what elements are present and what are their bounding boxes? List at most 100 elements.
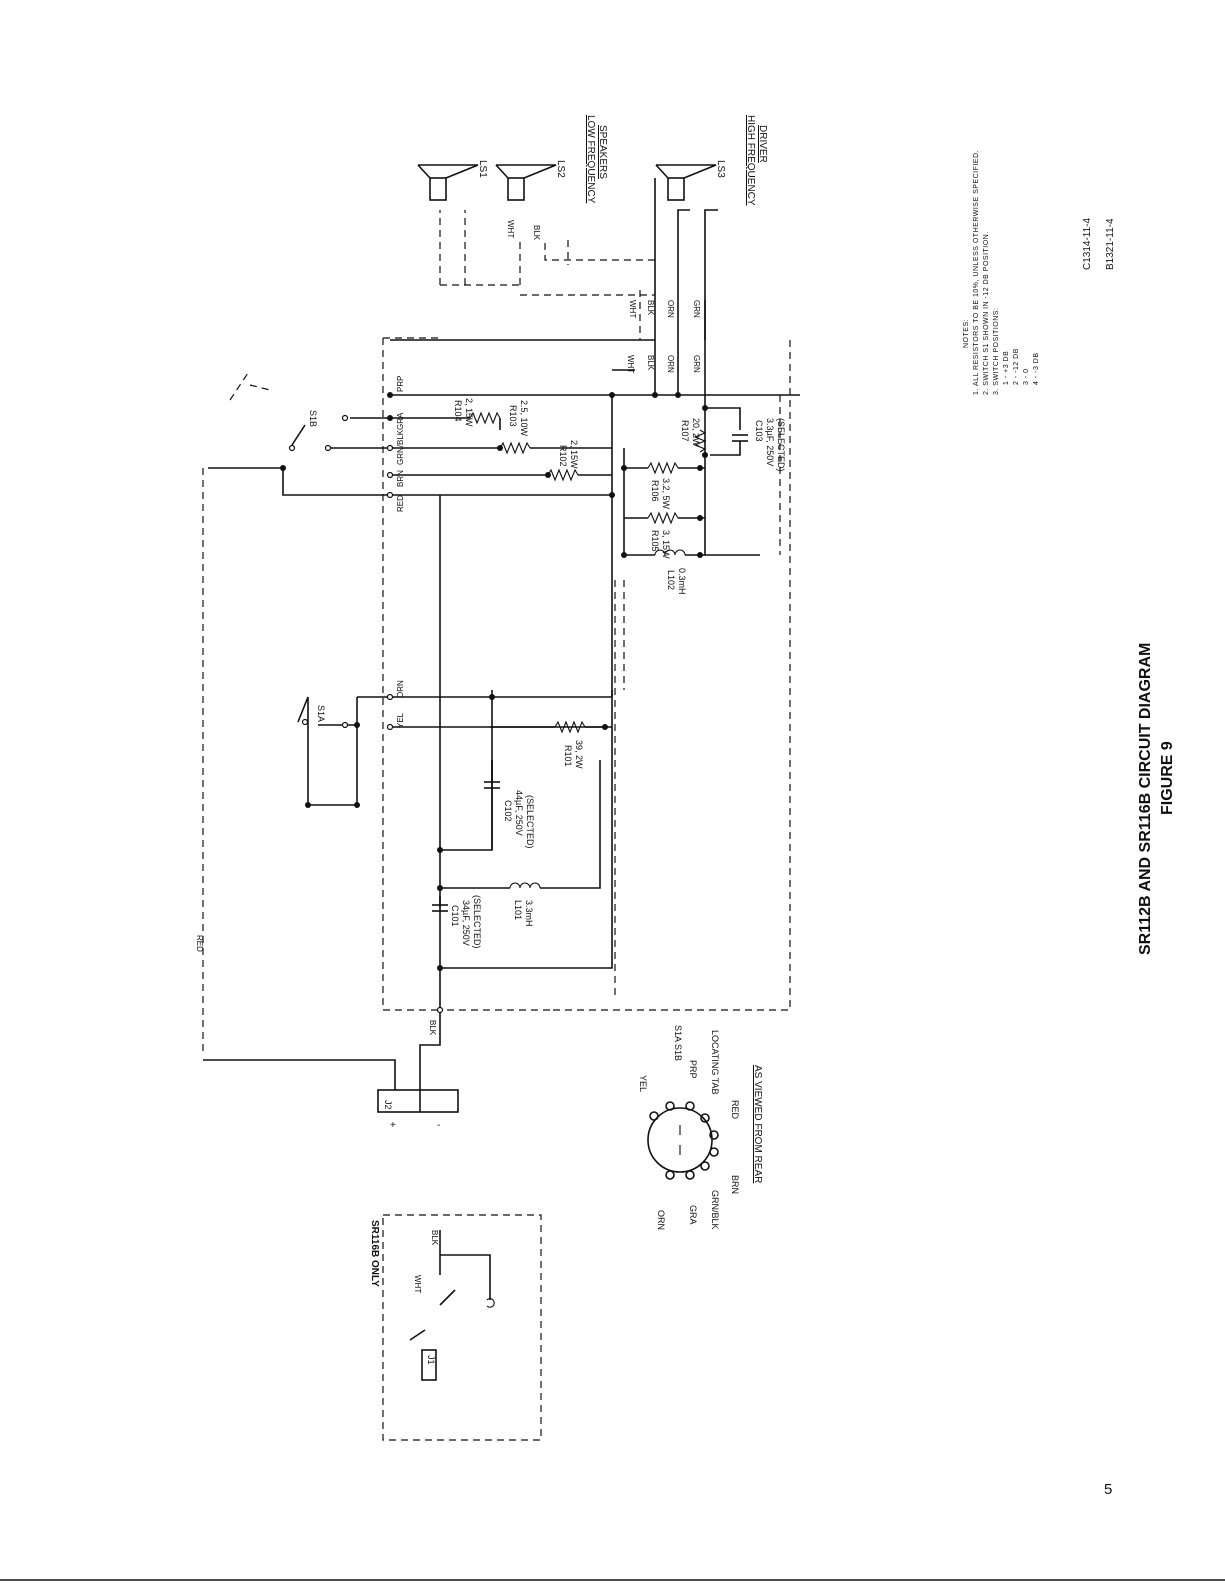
svg-text:LS1: LS1 xyxy=(477,160,488,178)
svg-text:WHT: WHT xyxy=(413,1275,422,1293)
part-numbers: C1314-11-4 B1321-11-4 xyxy=(1082,217,1116,270)
svg-text:HIGH FREQUENCY: HIGH FREQUENCY xyxy=(745,115,756,206)
svg-text:C102: C102 xyxy=(503,800,513,822)
svg-text:BRN: BRN xyxy=(396,470,405,487)
svg-text:20, 2W: 20, 2W xyxy=(691,418,701,447)
svg-text:R103: R103 xyxy=(508,405,518,427)
svg-text:B1321-11-4: B1321-11-4 xyxy=(1105,218,1116,270)
svg-text:44µF, 250V: 44µF, 250V xyxy=(514,790,524,836)
svg-text:LS2: LS2 xyxy=(555,160,566,178)
svg-text:YEL: YEL xyxy=(638,1075,648,1092)
svg-text:34µF, 250V: 34µF, 250V xyxy=(461,900,471,946)
svg-text:R104: R104 xyxy=(453,400,463,422)
svg-text:39, 2W: 39, 2W xyxy=(574,740,584,769)
svg-text:GRN/BLK: GRN/BLK xyxy=(396,429,405,465)
svg-text:3. SWITCH POSITIONS:: 3. SWITCH POSITIONS: xyxy=(993,308,1000,395)
notes: NOTES: 1. ALL RESISTORS TO BE 10%, UNLES… xyxy=(963,150,1040,395)
junction-dots xyxy=(280,392,708,1014)
svg-text:BLK: BLK xyxy=(430,1230,439,1246)
svg-text:RED: RED xyxy=(195,935,204,952)
svg-text:ORN: ORN xyxy=(656,1210,666,1230)
speaker-ls3: LS3 xyxy=(655,160,726,201)
svg-text:GRN: GRN xyxy=(692,300,701,318)
svg-text:LOCATING TAB: LOCATING TAB xyxy=(710,1030,720,1095)
svg-text:S1A S1B: S1A S1B xyxy=(673,1025,683,1061)
page-number: 5 xyxy=(1104,1481,1112,1498)
svg-text:GRA: GRA xyxy=(688,1205,698,1225)
svg-text:R107: R107 xyxy=(680,420,690,442)
component-labels: R101 39, 2W C102 44µF, 250V (SELECTED) L… xyxy=(308,398,786,1365)
svg-text:WHT: WHT xyxy=(506,220,515,238)
svg-text:LS3: LS3 xyxy=(715,160,726,178)
svg-text:R105: R105 xyxy=(650,530,660,552)
svg-text:BLK: BLK xyxy=(646,300,655,316)
svg-text:C101: C101 xyxy=(450,905,460,927)
svg-text:ORN: ORN xyxy=(666,355,675,373)
svg-text:J2: J2 xyxy=(383,1100,393,1110)
circuit-wiring xyxy=(202,178,800,1090)
svg-text:DRIVER: DRIVER xyxy=(757,125,768,163)
svg-text:-: - xyxy=(437,1120,440,1131)
svg-text:3, 15W: 3, 15W xyxy=(661,530,671,559)
speaker-ls2: LS2 xyxy=(495,160,566,201)
svg-text:(SELECTED): (SELECTED) xyxy=(525,795,535,849)
svg-text:FIGURE 9: FIGURE 9 xyxy=(1159,741,1176,815)
input-jack-j2: + - xyxy=(377,1089,459,1131)
svg-text:GRN: GRN xyxy=(692,355,701,373)
svg-text:NOTES:: NOTES: xyxy=(963,319,970,348)
svg-text:LOW FREQUENCY: LOW FREQUENCY xyxy=(585,115,596,204)
svg-text:1. ALL RESISTORS TO BE 10%, UN: 1. ALL RESISTORS TO BE 10%, UNLESS OTHER… xyxy=(973,150,980,395)
svg-text:(SELECTED): (SELECTED) xyxy=(472,895,482,949)
diagram-title: SR112B AND SR116B CIRCUIT DIAGRAM FIGURE… xyxy=(1137,643,1176,955)
svg-text:SR112B AND SR116B CIRCUIT DIAG: SR112B AND SR116B CIRCUIT DIAGRAM xyxy=(1137,643,1154,955)
svg-text:3.3mH: 3.3mH xyxy=(524,900,534,927)
svg-text:GRA: GRA xyxy=(396,412,405,430)
svg-text:BRN: BRN xyxy=(730,1175,740,1194)
svg-text:AS VIEWED FROM REAR: AS VIEWED FROM REAR xyxy=(752,1065,763,1183)
svg-text:C1314-11-4: C1314-11-4 xyxy=(1082,217,1093,270)
svg-text:ORN: ORN xyxy=(666,300,675,318)
svg-text:PRP: PRP xyxy=(396,376,405,392)
svg-text:BLK: BLK xyxy=(646,355,655,371)
svg-text:S1B: S1B xyxy=(308,410,318,427)
svg-text:L101: L101 xyxy=(513,900,523,920)
svg-text:RED: RED xyxy=(396,495,405,512)
svg-text:ORN: ORN xyxy=(396,680,405,698)
svg-text:2. SWITCH S1 SHOWN IN -12 DB P: 2. SWITCH S1 SHOWN IN -12 DB POSITION. xyxy=(983,231,990,395)
svg-text:SPEAKERS: SPEAKERS xyxy=(597,125,608,179)
svg-text:(SELECTED): (SELECTED) xyxy=(776,418,786,472)
speaker-group-labels: LOW FREQUENCY SPEAKERS HIGH FREQUENCY DR… xyxy=(585,115,768,206)
switch-rear-view: S1A S1B YEL PRP LOCATING TAB RED BRN GRN… xyxy=(638,1025,763,1230)
svg-text:R106: R106 xyxy=(650,480,660,502)
svg-text:2 - -12 DB: 2 - -12 DB xyxy=(1013,348,1020,385)
svg-text:RED: RED xyxy=(730,1100,740,1120)
svg-text:PRP: PRP xyxy=(688,1060,698,1079)
svg-text:GRN/BLK: GRN/BLK xyxy=(710,1190,720,1230)
svg-text:2.5, 10W: 2.5, 10W xyxy=(519,400,529,437)
svg-text:S1A: S1A xyxy=(316,705,326,722)
svg-text:R102: R102 xyxy=(558,445,568,467)
svg-text:2, 15W: 2, 15W xyxy=(569,440,579,469)
svg-text:3 - 0: 3 - 0 xyxy=(1023,368,1030,385)
speaker-ls1: LS1 xyxy=(417,160,488,201)
svg-text:3.3µF, 250V: 3.3µF, 250V xyxy=(765,418,775,466)
svg-text:SR116B ONLY: SR116B ONLY xyxy=(369,1220,380,1287)
sr116b-only-box: SR116B ONLY WHT BLK xyxy=(369,1214,542,1441)
svg-text:4 - -3 DB: 4 - -3 DB xyxy=(1033,352,1040,385)
svg-text:J1: J1 xyxy=(426,1355,436,1365)
svg-text:WHT: WHT xyxy=(626,355,635,373)
svg-text:2, 15W: 2, 15W xyxy=(464,398,474,427)
svg-text:YEL: YEL xyxy=(396,712,405,728)
svg-text:WHT: WHT xyxy=(628,300,637,318)
svg-text:3.2, 5W: 3.2, 5W xyxy=(661,478,671,510)
svg-text:R101: R101 xyxy=(563,745,573,767)
svg-text:L102: L102 xyxy=(666,570,676,590)
svg-text:0.3mH: 0.3mH xyxy=(677,568,687,595)
wire-labels: RED BLK YEL ORN PRP GRA GRN/BLK BRN RED … xyxy=(195,220,701,1036)
svg-text:1 - +3 DB: 1 - +3 DB xyxy=(1003,351,1010,385)
svg-text:C103: C103 xyxy=(754,420,764,442)
svg-text:BLK: BLK xyxy=(428,1020,437,1036)
svg-text:+: + xyxy=(390,1120,396,1131)
svg-text:BLK: BLK xyxy=(532,225,541,241)
